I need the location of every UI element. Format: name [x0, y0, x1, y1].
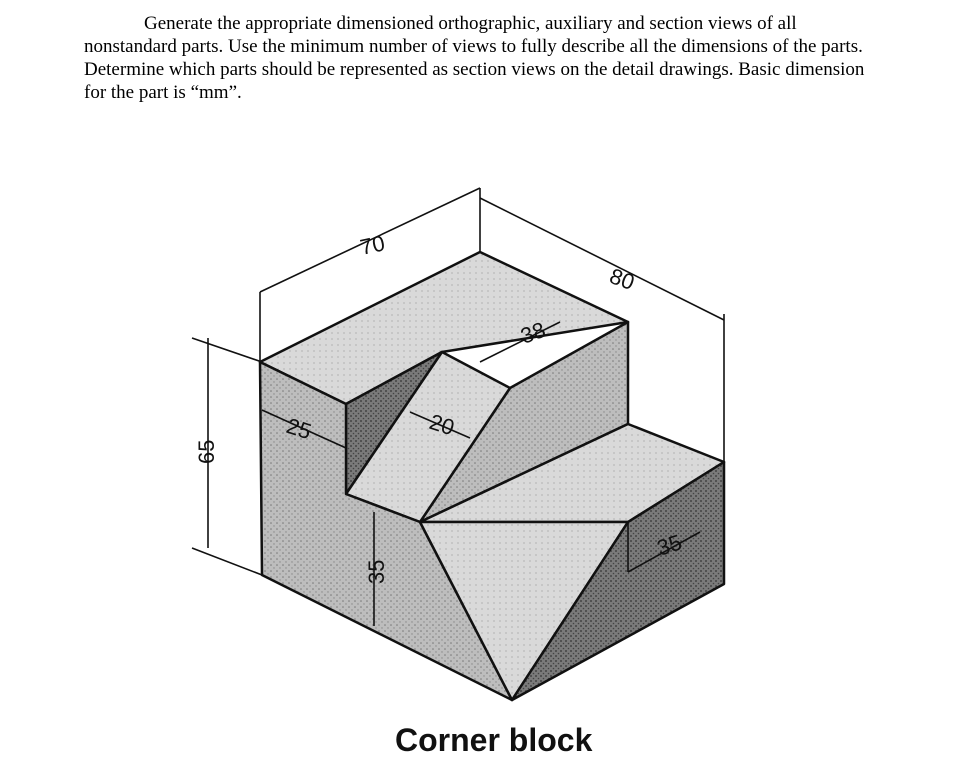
dim-70: 70 [358, 230, 387, 260]
instructions-paragraph: Generate the appropriate dimensioned ort… [84, 13, 865, 103]
dim-35-left: 35 [364, 560, 389, 584]
instructions-text: Generate the appropriate dimensioned ort… [84, 12, 874, 104]
block-faces [258, 250, 726, 702]
dim-80: 80 [606, 263, 638, 295]
drawing-caption: Corner block [395, 722, 593, 758]
dim-65: 65 [194, 440, 219, 464]
right-side-face [510, 460, 726, 702]
dimension-lines [191, 187, 725, 626]
